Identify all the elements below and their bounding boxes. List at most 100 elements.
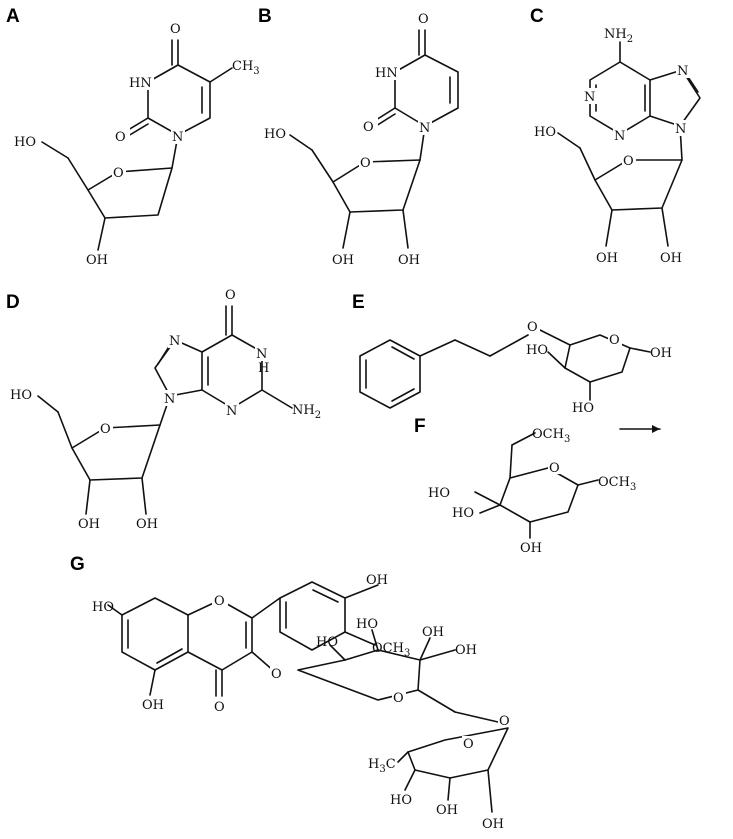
atom-f-ho2: HO — [452, 506, 474, 521]
atom-b-o1: O — [418, 12, 429, 27]
c-ring-g — [187, 599, 253, 671]
furanose-ring-d — [71, 424, 161, 481]
atom-g-oh-g2: OH — [455, 643, 477, 658]
b-ring-double-g2 — [312, 589, 339, 603]
atom-g-o4: O — [214, 700, 225, 715]
atom-a-ho: HO — [14, 135, 36, 150]
atom-e-oh: OH — [650, 346, 672, 361]
atom-f-och3-top: OCH3 — [532, 427, 570, 445]
atom-f-oh: OH — [520, 541, 542, 556]
structure-f: F OCH3 O OCH3 HO HO OH — [414, 416, 661, 556]
atom-a-oh: OH — [86, 253, 108, 268]
panel-label-e: E — [352, 292, 365, 313]
ch2-bond-a — [67, 157, 89, 191]
atom-d-oh1: OH — [78, 517, 100, 532]
atom-e-ho1: HO — [526, 343, 548, 358]
oh-bond-g-top — [344, 584, 379, 599]
oh-bond-e — [629, 347, 651, 353]
panel-label-b: B — [258, 6, 272, 27]
chain-bond-e1 — [419, 339, 456, 357]
atom-d-nh: N — [256, 347, 267, 362]
glc-ch2-bond — [417, 689, 456, 713]
benzene-ring-e — [359, 339, 421, 409]
atom-d-oh2: OH — [136, 517, 158, 532]
atom-a-hn: HN — [129, 76, 152, 91]
ho-bond-f1 — [474, 491, 501, 506]
panel-label-f: F — [414, 416, 426, 437]
rha-ch3-bond — [397, 751, 409, 763]
ch2-bond-b — [311, 149, 334, 183]
atom-g-oh-r2: OH — [482, 817, 504, 832]
amine-bond-d — [261, 389, 293, 409]
oh-bond-b1 — [342, 211, 351, 249]
atom-g-och3: OCH3 — [372, 641, 410, 659]
imidazole-ring-d — [154, 339, 203, 397]
ch2oh-bond-a — [41, 141, 69, 159]
oh5-bond-g — [149, 669, 156, 696]
atom-c-n9: N — [675, 122, 686, 137]
atom-f-och3: OCH3 — [598, 475, 636, 493]
atom-c-oh2: OH — [660, 251, 682, 266]
furanose-ring-c — [594, 159, 683, 211]
atom-d-n9: N — [164, 392, 175, 407]
och3-bond-f2 — [577, 479, 599, 486]
atom-b-n: N — [419, 121, 430, 136]
atom-b-oh2: OH — [398, 253, 420, 268]
oh-bond-b2 — [402, 209, 409, 249]
atom-c-oh1: OH — [596, 251, 618, 266]
pyrimidine-ring-b — [394, 54, 459, 127]
atom-a-o1: O — [170, 22, 181, 37]
glc-oh-bond-2 — [419, 649, 456, 661]
ch2-bond-f — [509, 444, 513, 479]
atom-g-o-link: O — [499, 714, 510, 729]
double-bond-d2 — [157, 344, 171, 365]
pyrimidine-ring-a — [147, 64, 211, 136]
structure-a: A O HN O CH3 N O HO OH — [6, 6, 260, 268]
atom-f-o-ring: O — [549, 461, 560, 476]
och3-bond-g — [344, 631, 376, 646]
benzene-double-e3 — [391, 388, 415, 402]
atom-d-ho: HO — [10, 388, 32, 403]
carbonyl-bond-b2b — [375, 113, 396, 127]
ho-bond-f2 — [479, 504, 501, 514]
structure-b: B O HN O N O HO OH OH — [258, 6, 459, 268]
atom-a-ch3: CH3 — [232, 59, 260, 77]
pyrimidine-ring-d — [201, 334, 263, 409]
atom-g-o1: O — [214, 594, 225, 609]
atom-d-nh2: NH2 — [292, 403, 321, 421]
glc-ho-bond-2 — [371, 629, 379, 651]
atom-d-o-ring: O — [100, 422, 111, 437]
atom-g-oh-g1: OH — [422, 625, 444, 640]
atom-g-ho-r: HO — [390, 793, 412, 808]
atom-a-o-ring: O — [113, 166, 124, 181]
pyrimidine-ring-c — [589, 61, 651, 135]
furanose-ring-a — [87, 167, 173, 219]
atom-b-oh1: OH — [332, 253, 354, 268]
carbonyl-bond-a2 — [127, 117, 149, 131]
structure-g: G OH OCH3 HO — [70, 554, 512, 832]
atom-c-n7: N — [677, 64, 688, 79]
a-ring-g — [121, 597, 189, 671]
ch2-bond-d — [57, 411, 73, 449]
ch2oh-bond-c — [557, 132, 581, 149]
ho7-bond-g — [107, 604, 123, 616]
atom-g-oh5: OH — [142, 698, 164, 713]
atom-b-o-ring: O — [360, 156, 371, 171]
carbonyl-bond-b2 — [375, 107, 396, 121]
atom-d-o: O — [225, 288, 236, 303]
atom-g-ho-g1: HO — [316, 635, 338, 650]
atom-d-h: H — [258, 361, 269, 376]
atom-g-oh-top: OH — [366, 573, 388, 588]
panel-label-g: G — [70, 554, 85, 575]
atom-g-o-rha-ring: O — [463, 737, 474, 752]
panel-label-c: C — [530, 6, 544, 27]
atom-g-ho-g2: HO — [356, 617, 378, 632]
oh-bond-c1 — [605, 209, 613, 247]
arrow-head-icon — [652, 425, 660, 433]
chain-bond-e3 — [489, 334, 529, 357]
atom-c-ho: HO — [534, 125, 556, 140]
atom-c-n3: N — [614, 129, 625, 144]
och3-bond-f1 — [511, 432, 536, 446]
atom-g-o3: O — [271, 667, 282, 682]
